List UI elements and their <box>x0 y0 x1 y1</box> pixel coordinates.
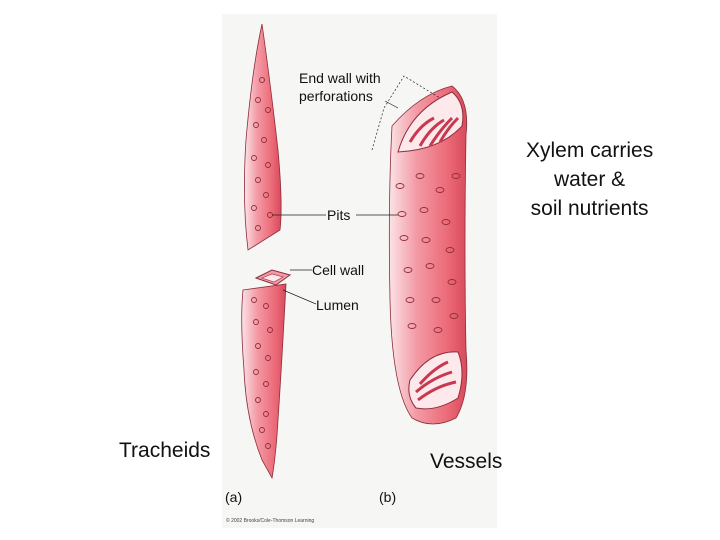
cell-wall-label: Cell wall <box>312 261 364 279</box>
panel-b-label: (b) <box>379 489 396 505</box>
end-wall-label-line-1: End wall with <box>299 69 381 87</box>
vessels-label: Vessels <box>430 447 502 476</box>
end-wall-label-line-2: perforations <box>299 87 381 105</box>
panel-a-label: (a) <box>225 489 242 505</box>
xylem-note: Xylem carries water & soil nutrients <box>526 136 653 223</box>
copyright-text: © 2002 Brooks/Cole-Thomson Learning <box>226 518 314 524</box>
pits-label: Pits <box>327 206 350 224</box>
xylem-note-line-2: water & <box>526 165 653 194</box>
xylem-note-line-3: soil nutrients <box>526 194 653 223</box>
end-wall-label: End wall with perforations <box>299 69 381 105</box>
tracheid-upper <box>244 24 281 250</box>
lumen-label: Lumen <box>316 296 359 314</box>
tracheids-label: Tracheids <box>119 436 210 465</box>
xylem-note-line-1: Xylem carries <box>526 136 653 165</box>
tracheid-lower <box>242 284 286 478</box>
